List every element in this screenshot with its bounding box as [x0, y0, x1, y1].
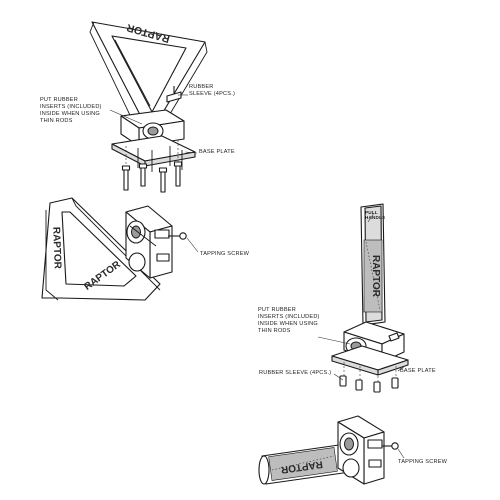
label-rubber-sleeve-1: RUBBER SLEEVE (4PCS.) [189, 84, 235, 98]
label-rubber-sleeve-2: RUBBER SLEEVE (4PCS.) [259, 370, 331, 377]
label-line: BASE PLATE [199, 149, 235, 155]
label-tapping-screw-1: TAPPING SCREW [200, 251, 249, 258]
label-line: INSIDE WHEN USING [258, 321, 318, 327]
label-line: SLEEVE (4PCS.) [189, 91, 236, 97]
label-line: PUT RUBBER [258, 307, 296, 313]
label-line: THIN RODS [258, 328, 291, 334]
label-line: INSERTS (INCLUDED) [258, 314, 320, 320]
raptor-logo-4: RAPTOR [370, 255, 381, 298]
label-line: PULL [365, 210, 378, 215]
figure-handle-base-plate: RAPTOR [89, 21, 208, 193]
label-line: HANDLE [365, 215, 386, 220]
label-put-rubber-inserts-2: PUT RUBBER INSERTS (INCLUDED) INSIDE WHE… [258, 307, 320, 335]
raptor-logo-2: RAPTOR [50, 227, 62, 270]
label-base-plate-1: BASE PLATE [199, 149, 235, 156]
label-line: PUT RUBBER [40, 97, 78, 103]
label-line: THIN RODS [40, 118, 73, 124]
label-line: TAPPING SCREW [398, 459, 448, 465]
figure-handle-tapping-screw: RAPTOR RAPTOR [41, 197, 199, 301]
label-base-plate-2: BASE PLATE [400, 368, 436, 375]
label-line: RUBBER [189, 84, 214, 90]
label-tapping-screw-2: TAPPING SCREW [398, 459, 447, 466]
label-line: TAPPING SCREW [200, 251, 250, 257]
label-line: BASE PLATE [400, 368, 436, 374]
figure-straight-handle-base-plate: RAPTOR [317, 203, 409, 393]
figure-straight-handle-tapping-screw: RAPTOR [258, 415, 405, 485]
label-put-rubber-inserts-1: PUT RUBBER INSERTS (INCLUDED) INSIDE WHE… [40, 97, 102, 125]
label-line: INSERTS (INCLUDED) [40, 104, 102, 110]
label-pull-handle: PULL HANDLE [365, 210, 385, 220]
label-line: INSIDE WHEN USING [40, 111, 100, 117]
label-line: RUBBER SLEEVE (4PCS.) [259, 370, 332, 376]
